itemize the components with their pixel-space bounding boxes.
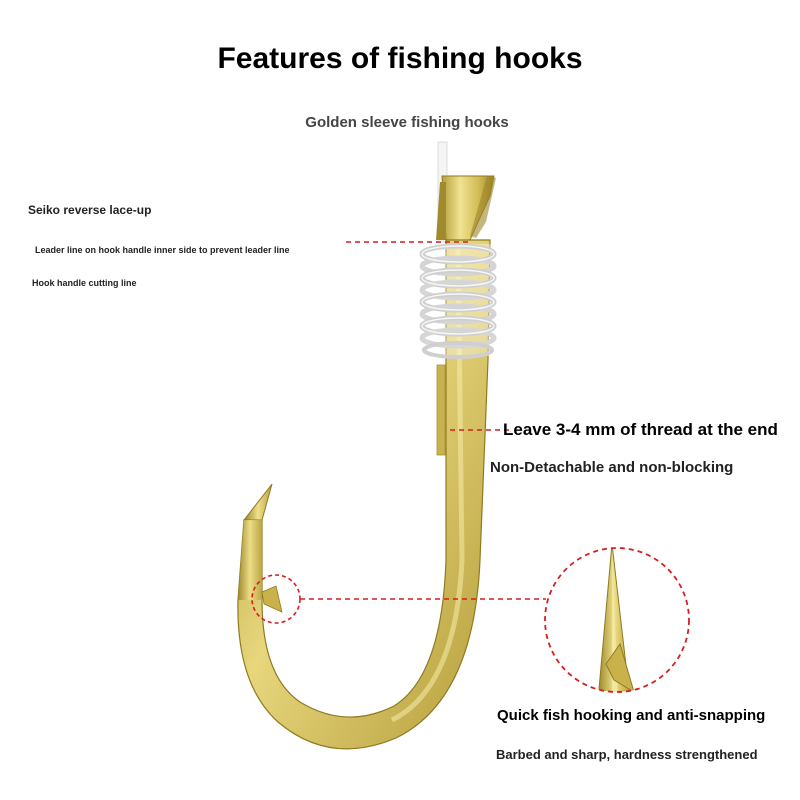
cutting-line-label: Hook handle cutting line [32,278,137,288]
barb-highlight-circle [251,574,301,624]
seiko-label: Seiko reverse lace-up [28,203,152,217]
barbed-sharp-label: Barbed and sharp, hardness strengthened [496,747,758,762]
leader-line-label: Leader line on hook handle inner side to… [35,245,290,255]
quick-hooking-label: Quick fish hooking and anti-snapping [497,707,766,724]
callout-lines [300,241,546,600]
thread-coil [419,243,497,359]
thread-end-label: Leave 3-4 mm of thread at the end [503,420,778,439]
page-title: Features of fishing hooks [217,42,583,75]
page-subtitle: Golden sleeve fishing hooks [305,114,509,131]
barb-zoom-detail [544,547,690,693]
non-detachable-label: Non-Detachable and non-blocking [490,459,734,476]
hook-body [237,175,496,750]
